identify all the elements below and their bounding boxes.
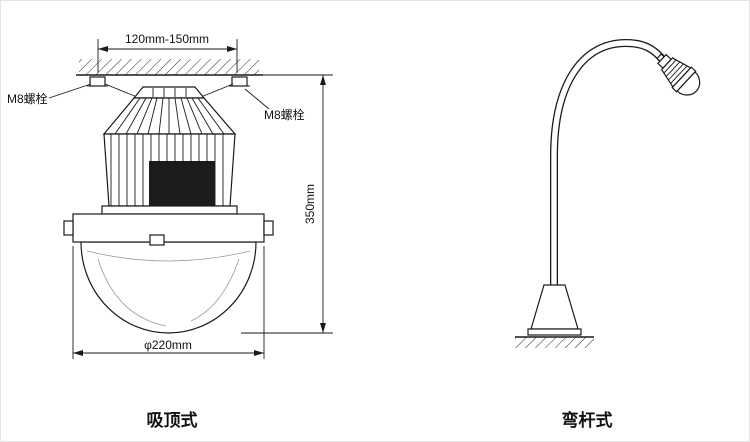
lamp-housing-band (72, 213, 265, 243)
bolt-label-left-group: M8螺栓 (7, 83, 92, 106)
bolt-label-right: M8螺栓 (264, 107, 305, 122)
ground-hatch (515, 336, 594, 348)
left-view-caption: 吸顶式 (147, 410, 198, 430)
housing-tab-right (263, 220, 274, 236)
housing-tab-left (63, 220, 74, 236)
diameter-dimension-label: φ220mm (144, 338, 192, 352)
bolt-label-right-group: M8螺栓 (244, 88, 305, 122)
dimension-height: 350mm (241, 74, 333, 334)
dimension-diameter: φ220mm (72, 246, 265, 359)
mounting-bolts (87, 76, 250, 98)
heatsink-dark-core (149, 161, 215, 206)
bolt-label-left: M8螺栓 (7, 91, 48, 106)
pole-lamp-head (656, 53, 701, 96)
lamp-glass-dome (80, 241, 257, 334)
right-view-caption: 弯杆式 (562, 410, 613, 430)
bent-pole (550, 38, 667, 293)
bent-pole-drawing: 弯杆式 (515, 38, 701, 430)
lamp-head-dome (676, 71, 701, 96)
body-fins (110, 134, 224, 206)
ceiling-hatch (76, 59, 263, 76)
lamp-ledge (101, 205, 238, 215)
mount-width-dimension-label: 120mm-150mm (125, 32, 209, 46)
ceiling-mount-drawing: 120mm-150mm M8螺栓 M8螺栓 (7, 32, 333, 430)
lamp-head-fins (663, 59, 688, 84)
height-dimension-label: 350mm (303, 184, 317, 224)
housing-clip (149, 234, 165, 246)
lamp-top-cap (132, 86, 206, 99)
pole-base (527, 284, 582, 336)
crown-fins (114, 97, 225, 135)
lamp-heatsink (63, 86, 274, 334)
